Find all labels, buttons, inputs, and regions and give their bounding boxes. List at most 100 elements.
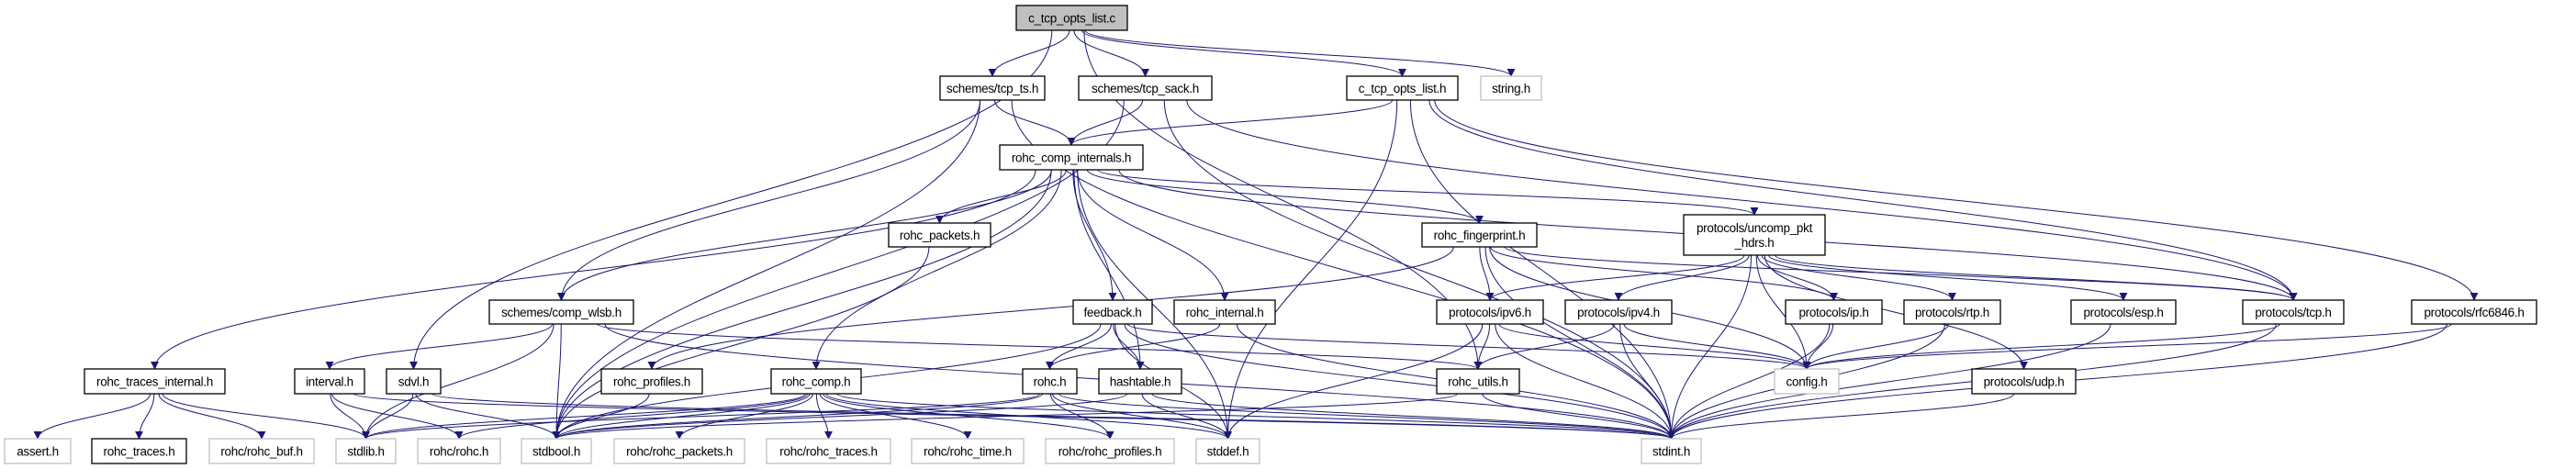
- graph-node-rohc-profiles[interactable]: rohc_profiles.h: [600, 368, 703, 395]
- node-label: rohc/rohc_packets.h: [626, 445, 733, 459]
- node-box: [1022, 368, 1078, 395]
- edge-comp_wlsb-to-stdlib: [362, 323, 554, 440]
- graph-node-tcp-ts[interactable]: schemes/tcp_ts.h: [939, 75, 1046, 101]
- graph-node-ip[interactable]: protocols/ip.h: [1785, 299, 1883, 325]
- node-box: [294, 368, 365, 395]
- edge-ip-to-config: [1802, 323, 1834, 370]
- graph-node-rohc-packets[interactable]: rohc_packets.h: [888, 222, 991, 248]
- edge-traces_internal-to-stdlib: [162, 393, 370, 440]
- node-label: rohc_internal.h: [1186, 306, 1264, 319]
- node-label: rohc_packets.h: [900, 229, 980, 242]
- node-box: [1436, 368, 1520, 395]
- graph-node-tcp-sack[interactable]: schemes/tcp_sack.h: [1078, 75, 1213, 101]
- graph-node-comp-wlsb[interactable]: schemes/comp_wlsb.h: [488, 299, 634, 325]
- graph-node-rohc-internal[interactable]: rohc_internal.h: [1173, 299, 1276, 325]
- edge-traces_internal-to-rohc_buf: [158, 393, 266, 440]
- node-box: [1195, 438, 1260, 464]
- edge-rohc_utils-to-stdint: [1482, 393, 1675, 440]
- graph-node-rohc-utils[interactable]: rohc_utils.h: [1436, 368, 1520, 395]
- node-label: hashtable.h: [1110, 375, 1171, 389]
- edge-comp_wlsb-to-rohc_utils: [597, 323, 1483, 370]
- edge-ipv4-to-config: [1623, 323, 1811, 370]
- edge-tcp_sack-to-comp_internals: [1067, 99, 1144, 146]
- edge-fingerprint-to-rohc_profiles: [647, 246, 1454, 370]
- edge-opts_h-to-tcp: [1428, 99, 2298, 301]
- graph-node-fingerprint[interactable]: rohc_fingerprint.h: [1421, 222, 1538, 248]
- graph-node-rtp[interactable]: protocols/rtp.h: [1903, 299, 2001, 325]
- node-label: rohc_profiles.h: [613, 375, 690, 389]
- node-box: [766, 438, 891, 464]
- edge-ipv4-to-stdint: [1619, 323, 1675, 440]
- edge-fingerprint-to-tcp: [1504, 246, 2298, 301]
- edge-rohc_comp-to-rohc_rohc_profiles: [823, 393, 1114, 440]
- graph-node-udp[interactable]: protocols/udp.h: [1971, 368, 2077, 395]
- node-box: [1045, 438, 1175, 464]
- graph-node-rohc-traces[interactable]: rohc_traces.h: [91, 438, 187, 464]
- graph-node-hashtable[interactable]: hashtable.h: [1098, 368, 1182, 395]
- edge-rfc6846-to-config: [1802, 323, 2452, 370]
- graph-node-sdvl[interactable]: sdvl.h: [386, 368, 442, 395]
- node-label: rohc/rohc_profiles.h: [1058, 445, 1162, 459]
- graph-node-rohc-rohc-packets: rohc/rohc_packets.h: [613, 438, 745, 464]
- node-label: protocols/esp.h: [2083, 306, 2163, 319]
- edge-feedback-to-config: [1126, 323, 1811, 370]
- graph-node-traces-internal[interactable]: rohc_traces_internal.h: [84, 368, 226, 395]
- node-box: [1173, 299, 1276, 325]
- graph-node-stdlib: stdlib.h: [335, 438, 397, 464]
- node-box: [1078, 75, 1213, 101]
- graph-node-interval[interactable]: interval.h: [294, 368, 365, 395]
- edge-comp_wlsb-to-stdbool: [552, 323, 562, 440]
- node-label: stddef.h: [1207, 445, 1249, 459]
- node-label: string.h: [1492, 82, 1530, 95]
- edge-hashtable-to-stdbool: [552, 393, 1128, 440]
- node-label: stdbool.h: [532, 445, 580, 459]
- node-box: [1072, 299, 1153, 325]
- node-label: protocols/rfc6846.h: [2424, 306, 2524, 319]
- node-label: schemes/tcp_ts.h: [946, 82, 1038, 95]
- node-box: [1015, 5, 1128, 31]
- edge-udp-to-stdint: [1667, 393, 2015, 440]
- edge-opts_h-to-comp_internals: [1067, 99, 1394, 146]
- node-label: rohc.h: [1034, 375, 1067, 389]
- node-box: [335, 438, 397, 464]
- node-box: [911, 438, 1025, 464]
- graph-node-ipv6[interactable]: protocols/ipv6.h: [1436, 299, 1544, 325]
- graph-node-rfc6846[interactable]: protocols/rfc6846.h: [2411, 299, 2537, 325]
- graph-node-esp[interactable]: protocols/esp.h: [2070, 299, 2177, 325]
- node-box: [1971, 368, 2077, 395]
- graph-node-tcp[interactable]: protocols/tcp.h: [2242, 299, 2345, 325]
- graph-node-assert: assert.h: [4, 438, 72, 464]
- graph-node-rohc-rohc-time: rohc/rohc_time.h: [911, 438, 1025, 464]
- node-label: protocols/ipv6.h: [1449, 306, 1531, 319]
- edge-tcp_ts-to-stdbool: [552, 99, 980, 440]
- node-box: [2411, 299, 2537, 325]
- edge-sdvl-to-stdbool: [415, 393, 561, 440]
- graph-node-rohc-comp[interactable]: rohc_comp.h: [770, 368, 862, 395]
- graph-node-comp-internals[interactable]: rohc_comp_internals.h: [999, 144, 1144, 171]
- edge-rohc_comp-to-stdlib: [362, 393, 806, 440]
- edge-rohc_h-to-stdlib: [362, 393, 1041, 440]
- edge-traces_internal-to-assert: [33, 393, 151, 440]
- node-box: [888, 222, 991, 248]
- graph-node-config: config.h: [1774, 368, 1840, 395]
- edge-root-to-tcp_ts: [988, 29, 1070, 77]
- node-label: rohc_fingerprint.h: [1434, 229, 1526, 242]
- edge-comp_internals-to-feedback: [1072, 169, 1117, 301]
- graph-node-feedback[interactable]: feedback.h: [1072, 299, 1153, 325]
- edge-tcp_sack-to-tcp: [1186, 99, 2298, 301]
- graph-node-rohc-h[interactable]: rohc.h: [1022, 368, 1078, 395]
- node-box: [600, 368, 703, 395]
- node-box: [1903, 299, 2001, 325]
- graph-node-string: string.h: [1480, 75, 1542, 101]
- graph-node-stdint: stdint.h: [1641, 438, 1702, 464]
- node-box: [417, 438, 501, 464]
- graph-node-opts-h[interactable]: c_tcp_opts_list.h: [1346, 75, 1459, 101]
- graph-node-stdbool: stdbool.h: [521, 438, 592, 464]
- node-label: protocols/tcp.h: [2255, 306, 2331, 319]
- node-label: protocols/udp.h: [1984, 375, 2065, 389]
- graph-node-ipv4[interactable]: protocols/ipv4.h: [1564, 299, 1673, 325]
- graph-node-uncomp[interactable]: protocols/uncomp_pkt_hdrs.h: [1683, 214, 1826, 256]
- edge-opts_h-to-stdint: [1409, 99, 1675, 440]
- graph-node-root[interactable]: c_tcp_opts_list.c: [1015, 5, 1128, 31]
- edge-interval-to-stdlib: [330, 393, 370, 440]
